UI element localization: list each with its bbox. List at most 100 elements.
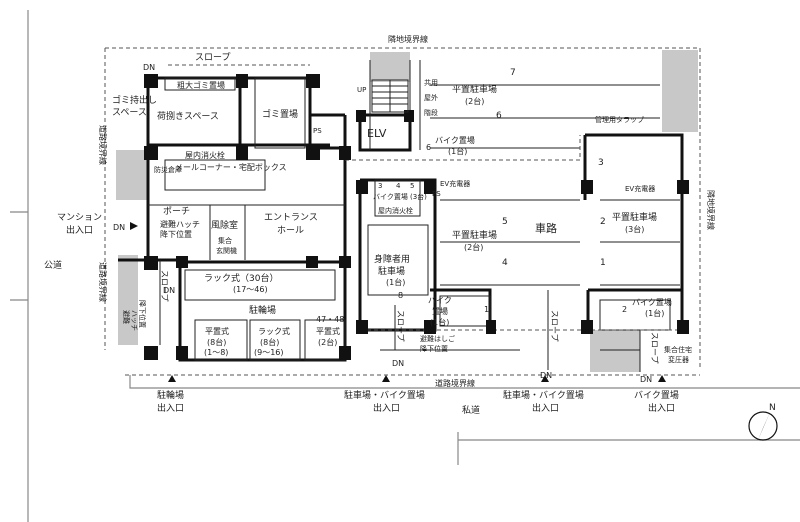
- road-boundary-bottom-label: 道路境界線: [435, 378, 475, 388]
- flat2-count: (2台): [318, 337, 337, 347]
- hatch-left-label-3: 降下位置: [138, 300, 147, 328]
- entry-parking-a-label-2: 出入口: [373, 402, 400, 414]
- entry-bike-label-2: 出入口: [648, 402, 675, 414]
- space-number-5: 5: [502, 217, 508, 227]
- gray-area-mid-left: [116, 150, 148, 200]
- ps2-label: PS: [432, 190, 441, 198]
- space-number-4: 4: [502, 258, 508, 268]
- flat8-count: (8台): [207, 337, 226, 347]
- flat-parking-right-label: 平置駐車場: [612, 211, 657, 223]
- north-label: N: [769, 403, 776, 413]
- ev-charger-1-label: EV充電器: [440, 179, 470, 188]
- handicap-label-3: (1台): [386, 277, 405, 287]
- unloading-label: 荷捌きスペース: [157, 110, 219, 122]
- space-number-7: 7: [510, 68, 516, 78]
- outer-stair-label-1: 共用: [424, 78, 438, 87]
- gray-area-top-mid: [370, 52, 410, 82]
- dn-right-label: DN: [640, 375, 652, 384]
- space-number-6b: 6: [426, 143, 431, 152]
- public-road-label: 公道: [44, 259, 62, 271]
- entry-bike-label-1: バイク置場: [634, 389, 679, 401]
- mansion-entry-label-2: 出入口: [66, 224, 93, 236]
- garbage-out-label-2: スペース: [112, 108, 147, 118]
- space-number-8: 8: [398, 291, 403, 300]
- disaster-storage-label: 防災倉庫: [154, 165, 182, 174]
- bike-area-number-3: 3: [378, 182, 382, 190]
- dn-top-label: DN: [143, 63, 155, 72]
- rack8-range: (9〜16): [254, 348, 284, 357]
- bicycle-lot-label: 駐輪場: [249, 304, 276, 316]
- dn-left-label: DN: [113, 223, 125, 232]
- hydrant-label: 屋内消火栓: [185, 150, 225, 160]
- flat2-label: 平置式: [316, 326, 340, 336]
- space-number-2: 2: [600, 217, 606, 227]
- slope-top-label: スロープ: [195, 52, 230, 63]
- bulky-garbage-label: 粗大ゴミ置場: [177, 80, 225, 90]
- rack8-label: ラック式: [258, 326, 290, 336]
- handicap-label-1: 身障者用: [374, 253, 410, 265]
- bike-mid-label: バイク: [428, 296, 452, 305]
- dn-left2-label: DN: [163, 286, 175, 295]
- flat8-range: (1〜8): [204, 348, 228, 357]
- flat2-nums: 47・48: [316, 315, 344, 324]
- hatch-label-1: 避難ハッチ: [160, 219, 200, 229]
- bike-right-number: 2: [622, 305, 627, 314]
- intercom-label-2: 玄関機: [216, 246, 237, 255]
- porch-label: ポーチ: [163, 206, 190, 217]
- entry-parking-b-label-1: 駐車場・バイク置場: [503, 389, 584, 401]
- slope-left-label: スロープ: [160, 270, 169, 302]
- outer-stair-label-3: 階段: [424, 108, 438, 117]
- transformer-label-1: 集合住宅: [664, 345, 692, 354]
- transformer-label-2: 変圧器: [668, 355, 689, 364]
- slope-right-label: スロープ: [650, 332, 659, 364]
- entry-parking-a-label-1: 駐車場・バイク置場: [344, 389, 425, 401]
- bike-parking-top-count: (1台): [448, 146, 467, 156]
- flat-parking-mid-count: (2台): [464, 242, 483, 252]
- entry-parking-b-label-2: 出入口: [532, 402, 559, 414]
- hatch-label-2: 降下位置: [160, 229, 192, 239]
- flat-parking-right-count: (3台): [625, 224, 644, 234]
- road-boundary-left2-label: 道路境界線: [98, 262, 108, 302]
- rack8-count: (8台): [260, 337, 279, 347]
- entry-bicycle-label-1: 駐輪場: [157, 389, 184, 401]
- mail-corner-label: メールコーナー・宅配ボックス: [175, 162, 287, 172]
- dn-mid-label: DN: [392, 359, 404, 368]
- hatch-left-label-2: ハッチ: [130, 310, 138, 331]
- rack30-range: (17〜46): [233, 285, 268, 294]
- handicap-label-2: 駐車場: [378, 265, 405, 277]
- ladder-label-2: 降下位置: [420, 344, 448, 353]
- ps-label: PS: [313, 127, 322, 135]
- slope-mid2-label: スロープ: [550, 310, 559, 342]
- garbage-out-label: ゴミ持出し: [112, 94, 157, 106]
- bike-mid-number: 1: [484, 305, 489, 314]
- entrance-label-2: ホール: [277, 225, 304, 236]
- up-label: UP: [357, 86, 366, 94]
- private-road-label: 私道: [462, 404, 480, 416]
- mgmt-trap-label: 管理用タラップ: [595, 115, 644, 124]
- garbage-room-label: ゴミ置場: [262, 108, 298, 120]
- flat-parking-top-count: (2台): [465, 96, 484, 106]
- space-number-1: 1: [600, 258, 606, 268]
- flat-parking-top-label: 平置駐車場: [452, 83, 497, 95]
- mansion-entry-label-1: マンション: [57, 213, 102, 223]
- bike-area-label: バイク置場: [373, 192, 408, 201]
- bike-right-label: バイク置場: [632, 297, 672, 307]
- bike-area-count: (3台): [410, 192, 427, 201]
- slope-mid-label: スロープ: [396, 310, 405, 342]
- hydrant2-label: 屋内消火栓: [378, 206, 413, 215]
- gray-area-bottom-right: [590, 330, 640, 372]
- windbreak-label: 風除室: [211, 219, 238, 231]
- neighbor-boundary-right-label: 隣地境界線: [706, 190, 716, 230]
- entrance-label-1: エントランス: [264, 212, 318, 223]
- neighbor-boundary-top-label: 隣地境界線: [388, 34, 428, 44]
- ev-charger-2-label: EV充電器: [625, 184, 655, 193]
- outer-stair-label-2: 屋外: [424, 93, 438, 102]
- bike-right-count: (1台): [645, 308, 664, 318]
- bike-mid-label-2: 置場: [432, 306, 448, 316]
- stairs: [371, 79, 409, 113]
- intercom-label-1: 集合: [218, 236, 232, 245]
- entry-markers: [130, 222, 666, 382]
- bike-area-number-5: 5: [410, 182, 414, 190]
- bike-area-number-4: 4: [396, 182, 401, 190]
